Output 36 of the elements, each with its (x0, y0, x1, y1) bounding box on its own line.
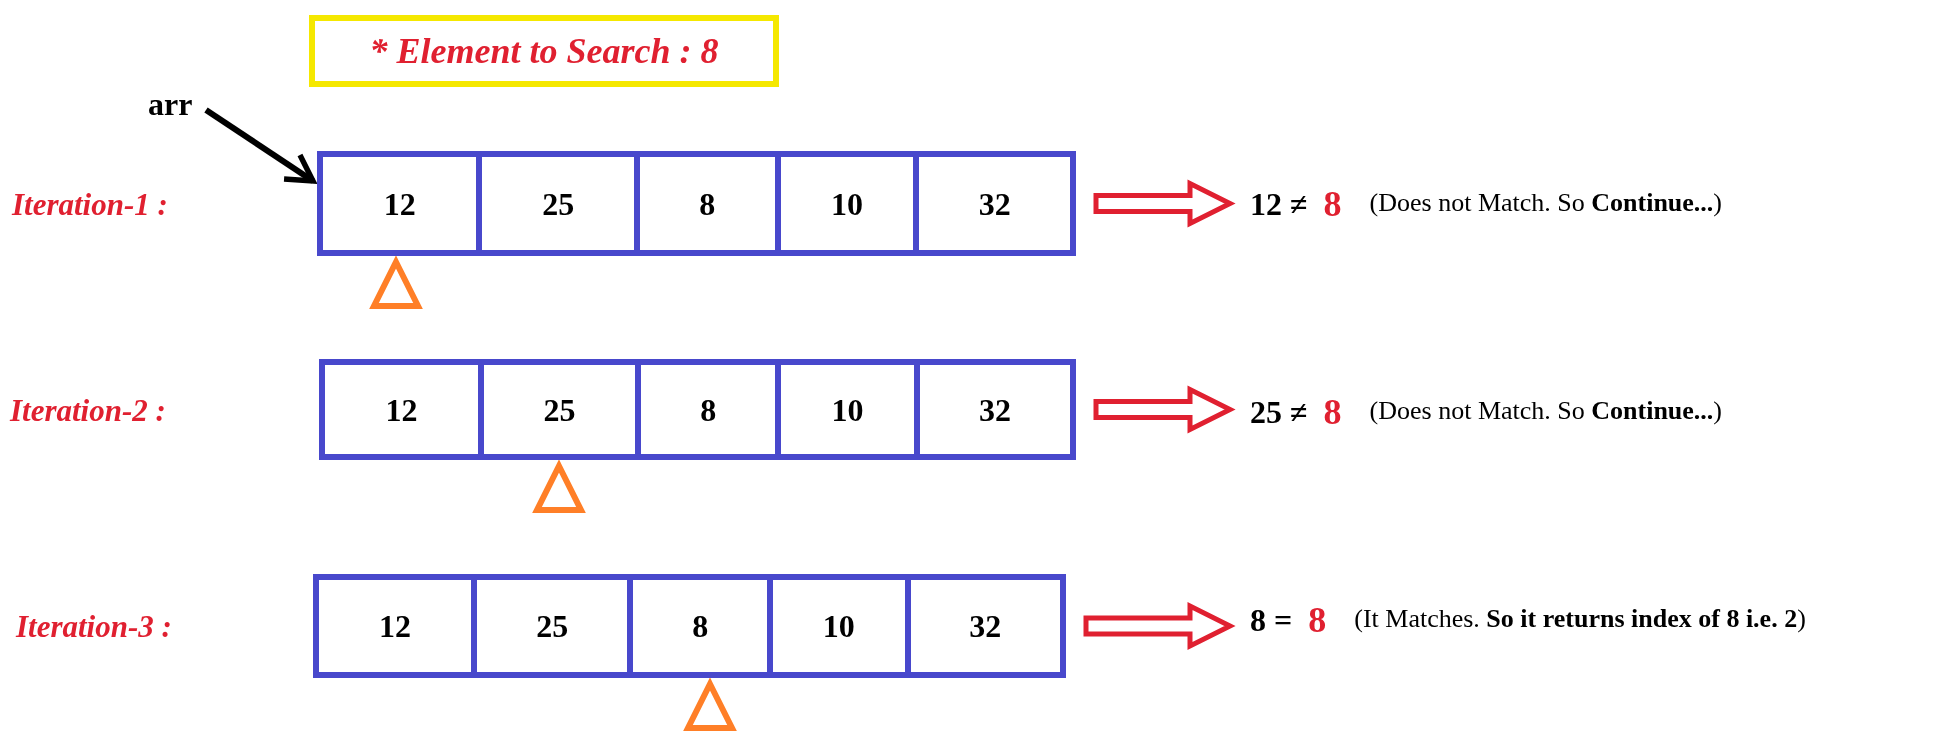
comparison-value: 8 = (1250, 601, 1293, 640)
array-cell: 10 (781, 365, 920, 454)
block-arrow (1093, 179, 1236, 228)
array-cell: 32 (910, 580, 1060, 672)
array-cell: 8 (639, 157, 781, 250)
iteration-label: Iteration-1 : (12, 186, 168, 224)
comparison-value: 12 ≠ (1250, 185, 1308, 224)
array-cell: 25 (477, 580, 634, 672)
array-box (319, 359, 1076, 460)
result-note: (Does not Match. So Continue...) (1368, 395, 1722, 426)
array-cell: 12 (319, 580, 478, 672)
array-cell: 12 (325, 365, 484, 454)
pointer-label: arr (148, 84, 200, 124)
array-box (313, 574, 1066, 678)
result-note: (It Matches. So it returns index of 8 i.e. 2) (1353, 603, 1806, 634)
array-cell: 8 (641, 365, 782, 454)
array-cell: 25 (484, 365, 642, 454)
array-cell: 12 (323, 157, 483, 250)
array-cell: 25 (482, 157, 640, 250)
pointer-arrow (204, 107, 316, 184)
iteration-label: Iteration-2 : (10, 392, 166, 430)
array-box (317, 151, 1076, 256)
search-value: 8 (1323, 391, 1342, 434)
array-cell: 32 (919, 157, 1070, 250)
block-arrow (1093, 385, 1236, 434)
result-note: (Does not Match. So Continue...) (1368, 187, 1722, 218)
array-cell: 10 (772, 580, 911, 672)
array-cell: 8 (633, 580, 773, 672)
comparison-value: 25 ≠ (1250, 393, 1308, 432)
array-cell: 10 (780, 157, 920, 250)
array-cell: 32 (919, 365, 1070, 454)
block-arrow (1083, 601, 1236, 651)
iteration-label: Iteration-3 : (16, 608, 172, 646)
search-value: 8 (1308, 599, 1327, 642)
search-target-box: * Element to Search : 8 (309, 15, 779, 87)
search-value: 8 (1323, 183, 1342, 226)
